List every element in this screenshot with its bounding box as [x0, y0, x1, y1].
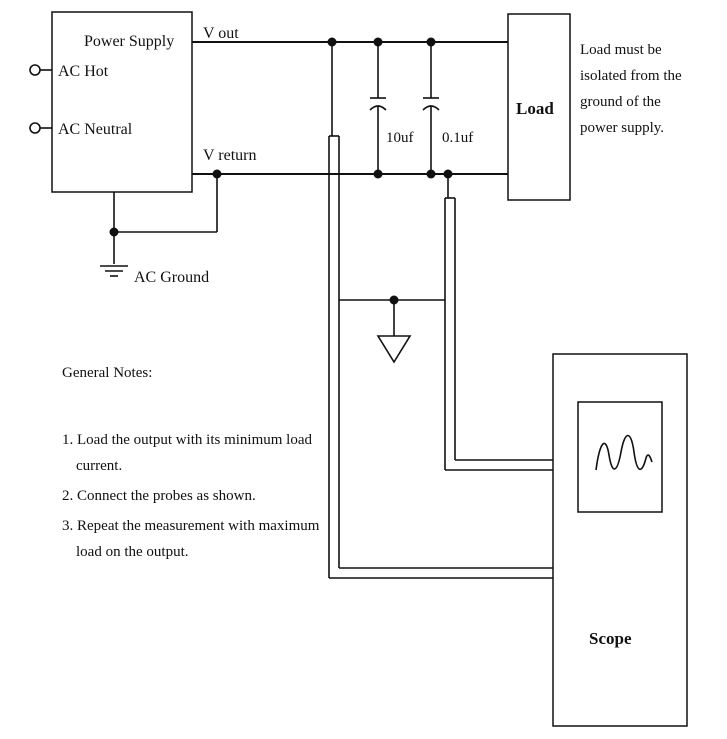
- load-note-line: Load must be: [580, 42, 662, 58]
- chassis-ground-icon: [376, 335, 412, 364]
- load-box: [507, 13, 571, 201]
- ac-hot-terminal: [29, 64, 41, 76]
- notes-item: 3. Repeat the measurement with maximum: [62, 518, 320, 534]
- load-note-line: isolated from the: [580, 68, 682, 84]
- ac-ground-label: AC Ground: [134, 269, 209, 286]
- ac-hot-label: AC Hot: [58, 63, 109, 80]
- power-supply-title: Power Supply: [84, 33, 174, 50]
- capacitor-0-1uf: [422, 42, 440, 174]
- ac-neutral-terminal: [29, 122, 41, 134]
- probe-cable-2: [444, 174, 553, 471]
- load-label: Load: [516, 99, 554, 118]
- capacitor-0-1uf-label: 0.1uf: [442, 130, 473, 146]
- ac-ground-icon: [100, 265, 128, 277]
- load-note-line: power supply.: [580, 120, 664, 136]
- v-out-label: V out: [203, 25, 239, 42]
- scope-label: Scope: [589, 629, 632, 648]
- notes-item: 1. Load the output with its minimum load: [62, 432, 312, 448]
- notes-item: load on the output.: [76, 544, 189, 560]
- probe-cable-1: [328, 42, 553, 579]
- v-return-label: V return: [203, 147, 256, 164]
- scope-waveform-icon: [595, 434, 653, 471]
- ac-neutral-label: AC Neutral: [58, 121, 133, 138]
- notes-title: General Notes:: [62, 365, 152, 381]
- capacitor-10uf-label: 10uf: [386, 130, 414, 146]
- notes-item: 2. Connect the probes as shown.: [62, 488, 256, 504]
- notes-item: current.: [76, 458, 122, 474]
- power-supply-box: [51, 11, 193, 193]
- capacitor-10uf: [369, 42, 387, 174]
- load-note-line: ground of the: [580, 94, 661, 110]
